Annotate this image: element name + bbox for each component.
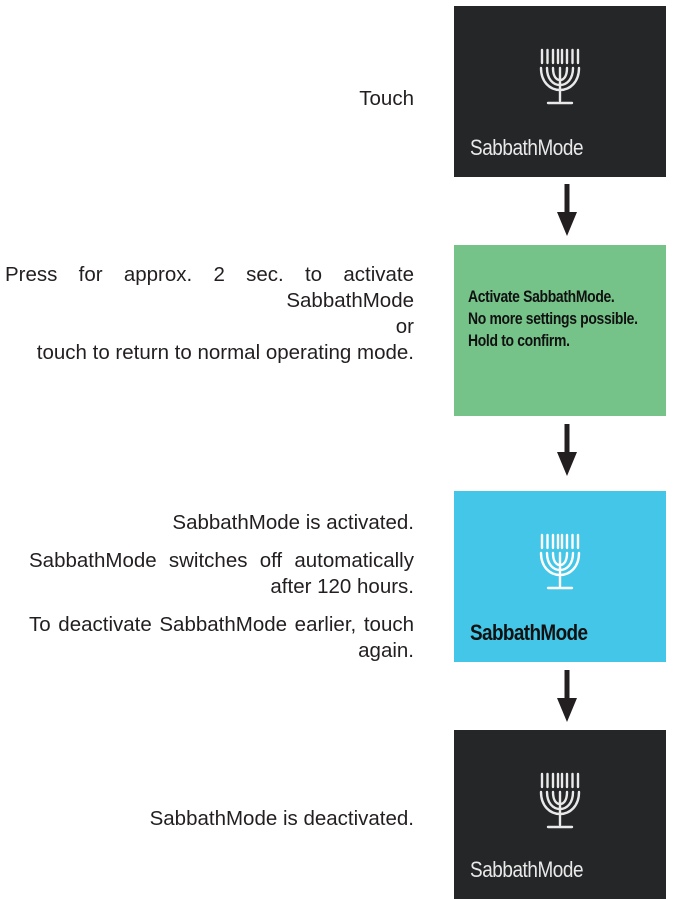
step-3-text-block: SabbathMode is activated. SabbathMode sw… [29, 510, 414, 664]
step-2-text-or: or [395, 315, 414, 338]
confirm-message-line-3: Hold to confirm. [468, 331, 570, 350]
confirm-message: Activate SabbathMode. No more settings p… [468, 286, 638, 352]
step-4-text: SabbathMode is deactivated. [149, 807, 414, 830]
step-1-description: Touch [359, 86, 414, 112]
down-arrow-icon [557, 184, 577, 236]
down-arrow-icon [557, 424, 577, 476]
confirm-message-line-2: No more settings possible. [468, 309, 638, 328]
confirm-message-line-1: Activate SabbathMode. [468, 287, 615, 306]
sabbath-mode-confirm-dialog[interactable]: Activate SabbathMode. No more settings p… [454, 245, 666, 416]
step-2-text-block: Press for approx. 2 sec. to activate Sab… [5, 262, 414, 366]
step-1-text: Touch [359, 87, 414, 110]
down-arrow-icon [557, 670, 577, 722]
menorah-icon [538, 772, 582, 830]
panel-label: SabbathMode [470, 135, 584, 160]
panel-label: SabbathMode [470, 620, 588, 645]
step-3-text-activated: SabbathMode is activated. [172, 511, 414, 534]
menorah-icon [538, 48, 582, 106]
step-2-text-return: touch to return to normal operating mode… [36, 341, 414, 364]
step-2-text-activate: Press for approx. 2 sec. to activate Sab… [5, 263, 414, 312]
sabbath-mode-button-active[interactable]: SabbathMode [454, 491, 666, 662]
panel-label: SabbathMode [470, 857, 584, 882]
sabbath-mode-button-off[interactable]: SabbathMode [454, 6, 666, 177]
step-3-text-deactivate: To deactivate SabbathMode earlier, touch… [29, 613, 414, 662]
step-3-text-auto-off: SabbathMode switches off automatically a… [29, 549, 414, 598]
menorah-icon [538, 533, 582, 591]
step-4-description: SabbathMode is deactivated. [150, 806, 414, 832]
sabbath-mode-button-deactivated[interactable]: SabbathMode [454, 730, 666, 899]
